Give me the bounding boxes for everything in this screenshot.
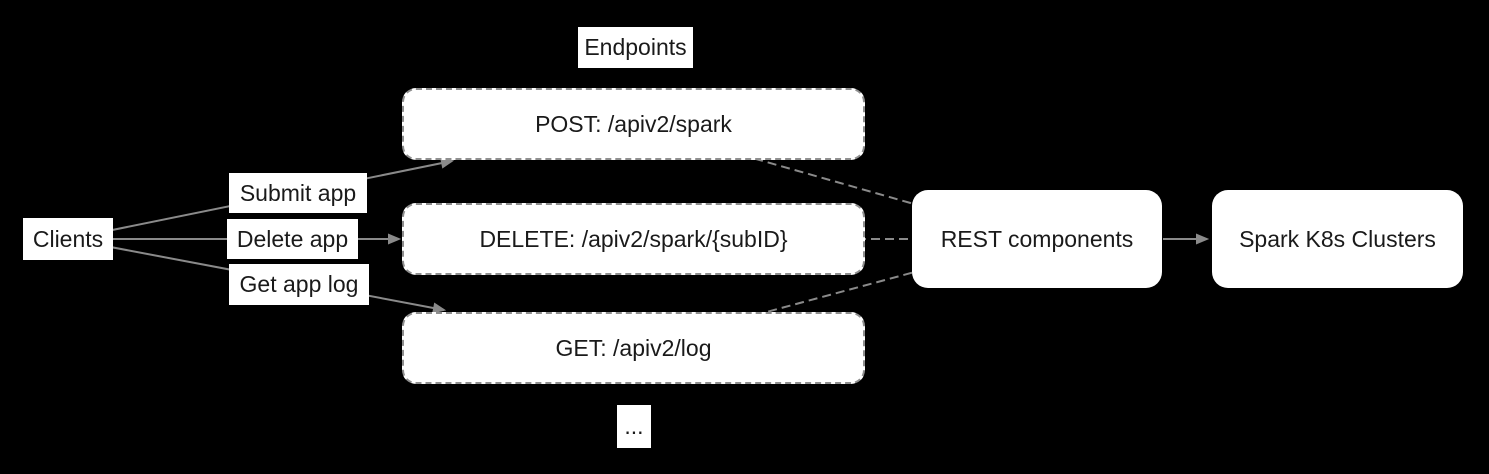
edge-label-submit-app: Submit app bbox=[229, 173, 367, 213]
node-endpoint-get: GET: /apiv2/log bbox=[402, 312, 865, 384]
node-endpoint-delete: DELETE: /apiv2/spark/{subID} bbox=[402, 203, 865, 275]
endpoints-title: Endpoints bbox=[578, 27, 693, 68]
node-more-endpoints: ... bbox=[617, 405, 651, 448]
edge-label-delete-app: Delete app bbox=[227, 219, 358, 259]
node-endpoint-post: POST: /apiv2/spark bbox=[402, 88, 865, 160]
node-rest-components: REST components bbox=[912, 190, 1162, 288]
edge-label-get-app-log: Get app log bbox=[229, 264, 369, 305]
node-spark-k8s-clusters: Spark K8s Clusters bbox=[1212, 190, 1463, 288]
node-clients: Clients bbox=[23, 218, 113, 260]
